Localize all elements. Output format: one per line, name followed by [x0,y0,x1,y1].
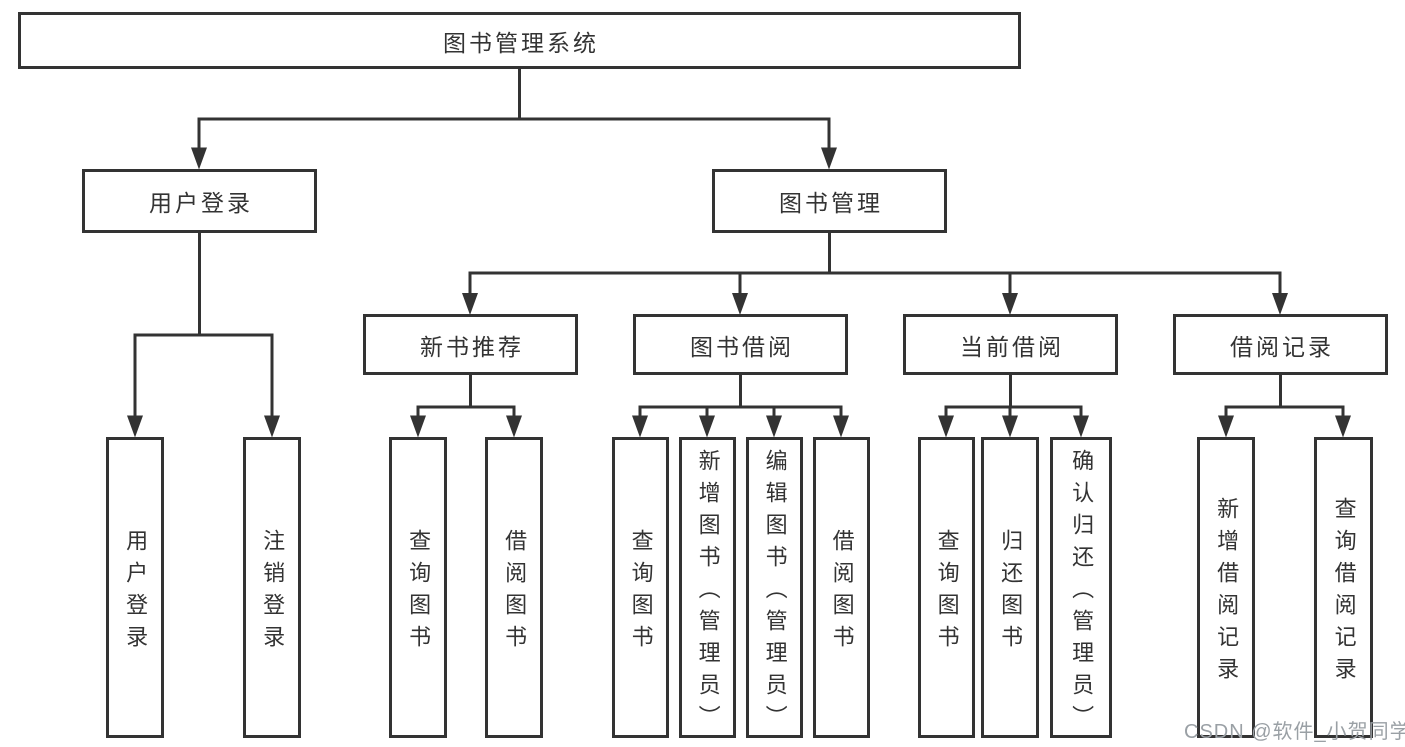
node-current-borrowing-label: 当前借阅 [960,333,1064,360]
leaf-bb-borrow-books-label: 借阅图书 [829,528,855,657]
leaf-bb-add-books-admin: 新增图书（管理员） [679,437,736,738]
node-root-label: 图书管理系统 [443,29,599,56]
leaf-bb-borrow-books: 借阅图书 [813,437,870,738]
leaf-cb-confirm-return-admin: 确认归还（管理员） [1050,437,1112,738]
leaf-bb-edit-books-admin: 编辑图书（管理员） [746,437,803,738]
leaf-nbr-borrow-books-label: 借阅图书 [502,528,528,657]
node-borrow-records-label: 借阅记录 [1230,333,1334,360]
leaf-user-login-label: 用户登录 [123,528,149,657]
node-user-login-label: 用户登录 [149,190,253,216]
leaf-bb-query-books: 查询图书 [612,437,669,738]
leaf-br-add-record: 新增借阅记录 [1197,437,1255,738]
node-new-book-recommend-label: 新书推荐 [420,333,524,360]
node-new-book-recommend: 新书推荐 [363,314,578,375]
leaf-cb-return-books: 归还图书 [981,437,1039,738]
leaf-cb-confirm-return-admin-label: 确认归还（管理员） [1069,448,1095,737]
leaf-user-login: 用户登录 [106,437,164,738]
leaf-bb-edit-books-admin-label: 编辑图书（管理员） [762,448,788,737]
watermark: CSDN @软件_小贺同学 [1184,721,1405,743]
node-current-borrowing: 当前借阅 [903,314,1118,375]
leaf-br-add-record-label: 新增借阅记录 [1214,496,1240,689]
node-root: 图书管理系统 [18,12,1021,69]
node-user-login: 用户登录 [82,169,317,233]
leaf-logout: 注销登录 [243,437,301,738]
leaf-br-query-record: 查询借阅记录 [1314,437,1373,738]
leaf-cb-return-books-label: 归还图书 [998,528,1024,657]
leaf-bb-add-books-admin-label: 新增图书（管理员） [695,448,721,737]
node-book-borrowing-label: 图书借阅 [690,333,794,360]
leaf-br-query-record-label: 查询借阅记录 [1331,496,1357,689]
leaf-nbr-borrow-books: 借阅图书 [485,437,543,738]
leaf-nbr-query-books: 查询图书 [389,437,447,738]
leaf-logout-label: 注销登录 [260,528,286,657]
leaf-bb-query-books-label: 查询图书 [628,528,654,657]
node-book-borrowing: 图书借阅 [633,314,848,375]
node-book-management: 图书管理 [712,169,947,233]
node-borrow-records: 借阅记录 [1173,314,1388,375]
node-book-management-label: 图书管理 [779,190,883,216]
leaf-cb-query-books-label: 查询图书 [934,528,960,657]
leaf-cb-query-books: 查询图书 [918,437,975,738]
leaf-nbr-query-books-label: 查询图书 [406,528,432,657]
